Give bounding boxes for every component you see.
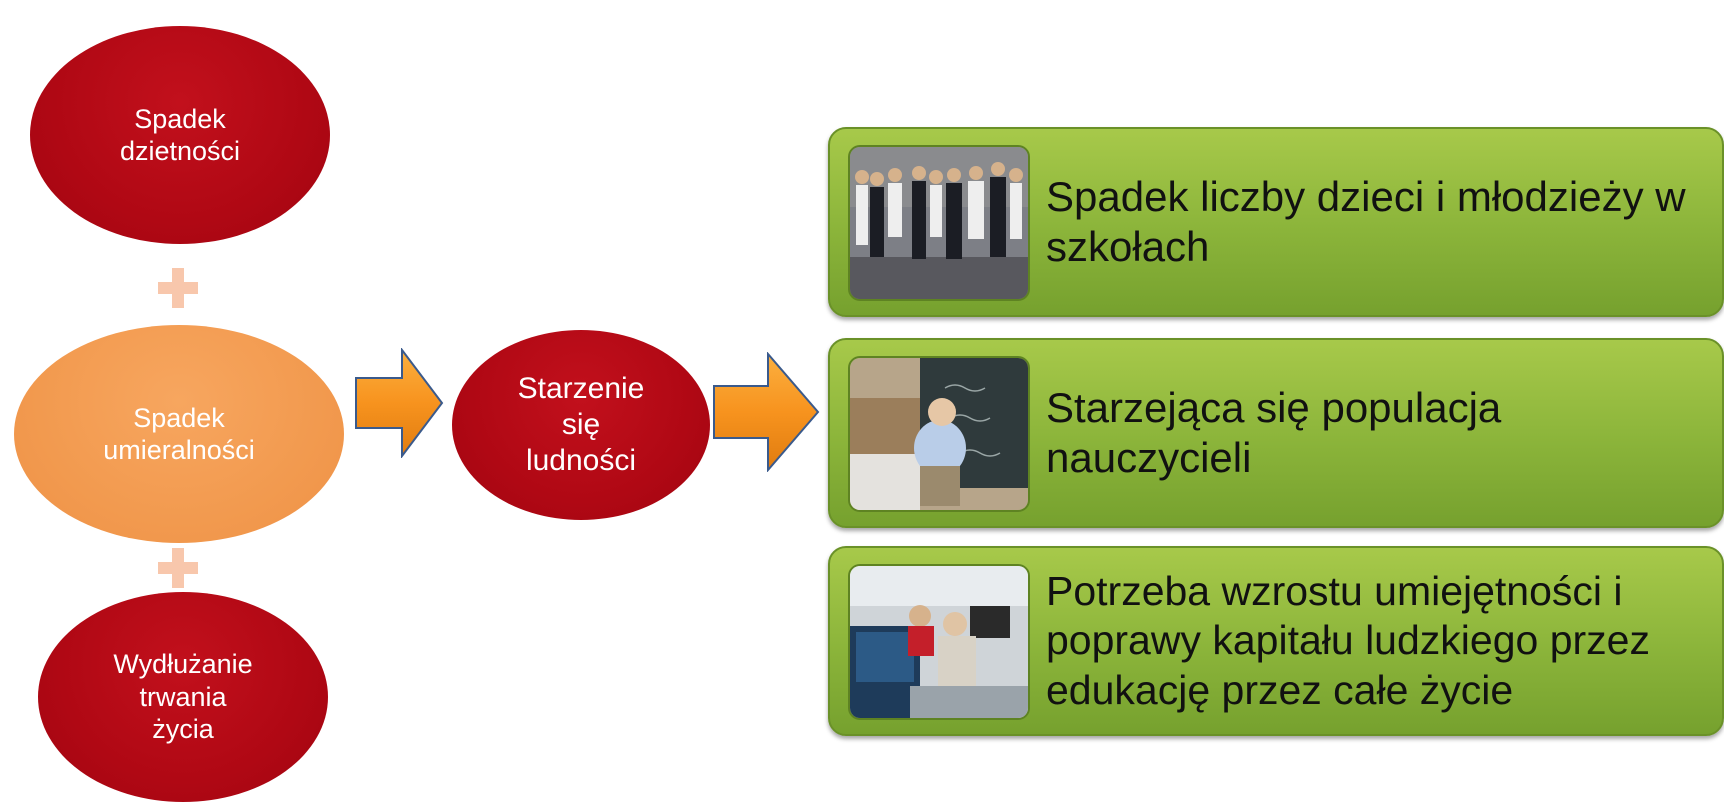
adult-learners-computers-photo-icon: [848, 564, 1030, 720]
life-extension-label: Wydłużanie trwania życia: [113, 649, 253, 745]
effect-card-school-children: Spadek liczby dzieci i młodzieży w szkoł…: [828, 127, 1724, 317]
effect-text: Starzejąca się populacja nauczycieli: [1046, 383, 1502, 481]
plus-icon: [158, 548, 198, 588]
effect-text: Potrzeba wzrostu umiejętności i poprawy …: [1046, 568, 1650, 713]
schoolchildren-photo-icon: [848, 145, 1030, 301]
mortality-decline-node: Spadek umieralności: [14, 325, 344, 543]
right-arrow-icon: [355, 348, 444, 458]
effect-text: Spadek liczby dzieci i młodzieży w szkoł…: [1046, 172, 1686, 270]
right-arrow-icon: [713, 352, 820, 472]
effect-card-lifelong-learning: Potrzeba wzrostu umiejętności i poprawy …: [828, 546, 1724, 736]
mortality-decline-label: Spadek umieralności: [103, 402, 255, 465]
life-extension-node: Wydłużanie trwania życia: [38, 592, 328, 802]
fertility-decline-node: Spadek dzietności: [30, 26, 330, 244]
population-aging-node: Starzenie się ludności: [452, 330, 710, 520]
effect-card-aging-teachers: Starzejąca się populacja nauczycieli: [828, 338, 1724, 528]
fertility-decline-label: Spadek dzietności: [119, 103, 241, 166]
plus-icon: [158, 268, 198, 308]
population-aging-label: Starzenie się ludności: [517, 372, 645, 477]
teacher-at-blackboard-photo-icon: [848, 356, 1030, 512]
